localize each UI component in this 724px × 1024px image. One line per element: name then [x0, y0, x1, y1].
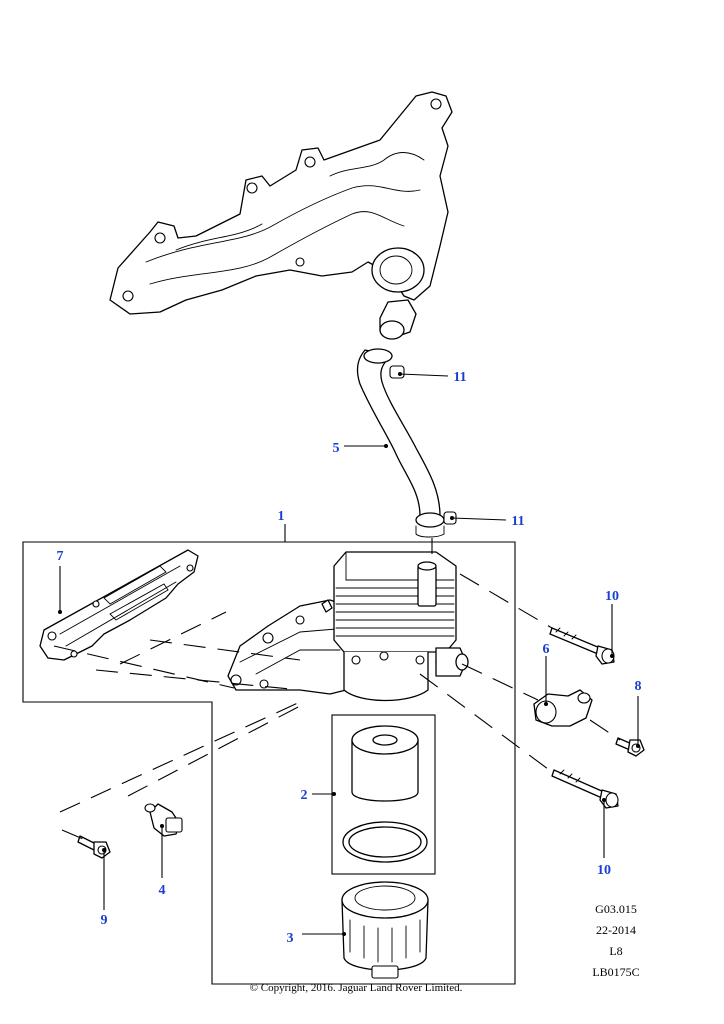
copyright-notice: © Copyright, 2016. Jaguar Land Rover Lim… — [249, 982, 463, 994]
callout-9: 9 — [101, 913, 108, 928]
leader-lines — [58, 372, 640, 936]
coolant-hose — [356, 348, 457, 538]
callout-8: 8 — [635, 679, 642, 694]
oil-pressure-sensor — [144, 803, 183, 837]
callout-10-upper: 10 — [605, 589, 619, 604]
oil-filter-cap — [341, 881, 429, 979]
callout-7: 7 — [57, 549, 64, 564]
callout-3: 3 — [287, 931, 294, 946]
screw-8 — [615, 737, 645, 757]
gasket — [39, 549, 199, 661]
long-bolt-lower — [551, 769, 619, 809]
callout-11-lower: 11 — [511, 514, 524, 529]
long-bolt-upper — [549, 627, 615, 665]
alignment-lines — [53, 538, 621, 843]
group-code: G03.015 — [595, 902, 637, 916]
oil-filter-housing — [227, 551, 469, 702]
callout-4: 4 — [159, 883, 166, 898]
manifold-housing — [109, 91, 453, 340]
temperature-sensor — [533, 689, 593, 727]
assembly-group-box — [22, 541, 516, 985]
oil-filter-element — [342, 725, 428, 863]
callout-6: 6 — [543, 642, 550, 657]
callout-2: 2 — [301, 788, 308, 803]
model-code: L8 — [609, 944, 623, 958]
callout-5: 5 — [333, 441, 340, 456]
illustration-code: LB0175C — [592, 965, 640, 979]
callout-11-upper: 11 — [453, 370, 466, 385]
screw-9 — [77, 835, 111, 859]
callout-labels: 1 2 3 4 5 6 7 8 9 10 10 11 11 — [57, 370, 642, 946]
date-code: 22-2014 — [596, 923, 636, 937]
callout-1: 1 — [278, 509, 285, 524]
callout-10-lower: 10 — [597, 863, 611, 878]
